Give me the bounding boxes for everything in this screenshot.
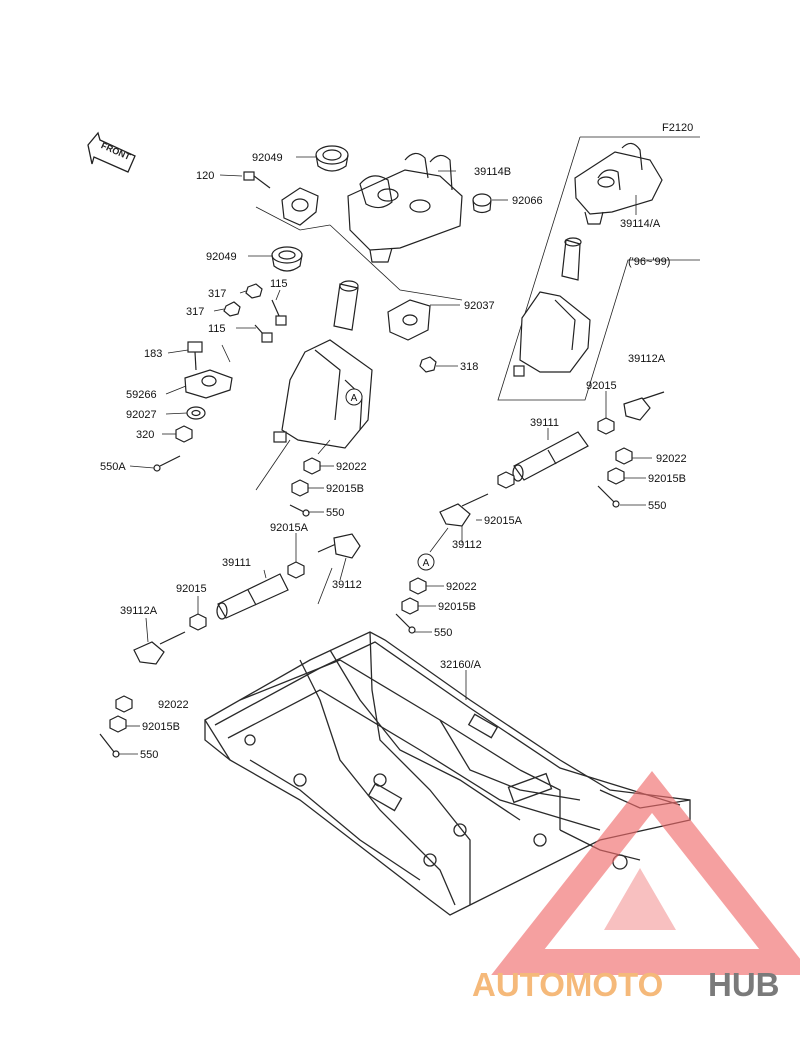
steering-shaft-right: [513, 237, 591, 377]
label-59266: 59266: [126, 389, 157, 401]
bushing-92049-low: [271, 246, 303, 272]
bushing-92049-top: [315, 145, 349, 172]
nut-92015a-r: [497, 471, 515, 489]
cap-92066: [472, 193, 492, 214]
label-317a: 317: [208, 288, 226, 300]
tube-39111-r: [512, 431, 589, 482]
label-183: 183: [144, 348, 162, 360]
label-92022-l: 92022: [158, 699, 189, 711]
bolt-183: [187, 341, 203, 371]
tie-rod-end-39112-r: [439, 493, 489, 527]
label-92049-low: 92049: [206, 251, 237, 263]
tie-rod-end-39112a-l: [133, 631, 186, 665]
svg-text:A: A: [351, 393, 358, 404]
watermark-automoto: AUTOMOTO: [472, 966, 663, 1003]
label-92022-r: 92022: [656, 453, 687, 465]
cotter-pin-550-l: [99, 733, 120, 758]
callout-a-mid: A: [417, 553, 435, 571]
cotter-pin-550-m: [395, 613, 416, 634]
label-92015b-r: 92015B: [648, 473, 686, 485]
label-39112a-l: 39112A: [120, 605, 158, 617]
nut-92015-r: [597, 417, 615, 435]
label-550-c: 550: [326, 507, 344, 519]
label-92027: 92027: [126, 409, 157, 421]
label-550-l: 550: [140, 749, 158, 761]
handlebar-holder-39114a: [574, 142, 663, 225]
figure-code: F2120: [662, 122, 693, 134]
label-39114a: 39114/A: [620, 218, 661, 230]
svg-text:A: A: [423, 558, 430, 569]
leader-lines: [118, 156, 652, 755]
bolt-115a: [271, 299, 287, 326]
label-550-r: 550: [648, 500, 666, 512]
nut-92015b-r: [607, 467, 625, 485]
nut-92022-c: [303, 457, 321, 475]
label-115b: 115: [208, 323, 226, 335]
bracket-92037: [387, 299, 431, 341]
cotter-pin-550-r: [597, 485, 620, 508]
handlebar-clamp-left: [281, 187, 319, 226]
part-labels: 92049 120 39114B 92066 39114/A 92049 317…: [100, 152, 687, 761]
label-39112-r: 39112: [452, 539, 482, 551]
nut-92015b-m: [401, 597, 419, 615]
nut-92015b-l: [109, 715, 127, 733]
washer-92027: [186, 406, 206, 420]
bearing-59266: [184, 369, 233, 399]
label-92037: 92037: [464, 300, 495, 312]
cotter-pin-550-c: [289, 504, 310, 517]
label-92049-top: 92049: [252, 152, 283, 164]
label-39111-r: 39111: [530, 417, 559, 429]
label-92015a-c: 92015A: [270, 522, 309, 534]
label-120: 120: [196, 170, 214, 182]
nut-317a: [245, 283, 263, 299]
frame-32160a: [204, 631, 691, 916]
nut-92015-l: [189, 613, 207, 631]
label-39112a-r: 39112A: [628, 353, 666, 365]
nut-318: [419, 356, 437, 373]
watermark-logo: [491, 770, 800, 975]
steering-shaft-left: [273, 280, 373, 449]
label-550a: 550A: [100, 461, 126, 473]
watermark-hub: HUB: [708, 966, 780, 1003]
tie-rod-end-39112a-r: [623, 391, 665, 421]
label-39111-l: 39111: [222, 557, 251, 569]
label-39114b: 39114B: [474, 166, 511, 178]
label-318: 318: [460, 361, 478, 373]
label-92015a-r: 92015A: [484, 515, 523, 527]
nut-92015a-c: [287, 561, 305, 579]
label-92022-c: 92022: [336, 461, 367, 473]
label-92015b-c: 92015B: [326, 483, 364, 495]
label-550-m: 550: [434, 627, 452, 639]
label-115a: 115: [270, 278, 288, 290]
label-92015b-l: 92015B: [142, 721, 180, 733]
bolt-115b: [254, 324, 273, 343]
nut-92022-r: [615, 447, 633, 465]
nut-320: [175, 425, 193, 443]
handlebar-holder-39114b: [347, 152, 463, 263]
callout-a-top: A: [345, 388, 363, 406]
front-arrow-icon: FRONT: [87, 131, 136, 173]
nut-92022-m: [409, 577, 427, 595]
bolt-120: [243, 171, 271, 189]
nut-317b: [223, 301, 241, 317]
label-92015b-m: 92015B: [438, 601, 476, 613]
cotter-pin-550a: [153, 455, 181, 472]
label-317b: 317: [186, 306, 204, 318]
label-92015-l: 92015: [176, 583, 207, 595]
nut-92015b-c: [291, 479, 309, 497]
label-32160a: 32160/A: [440, 659, 482, 671]
label-320: 320: [136, 429, 154, 441]
tube-39111-l: [216, 573, 289, 620]
label-92022-m: 92022: [446, 581, 477, 593]
label-92015-r: 92015: [586, 380, 617, 392]
watermark-text: AUTOMOTO HUB: [472, 966, 780, 1003]
label-92066: 92066: [512, 195, 543, 207]
label-39112-c: 39112: [332, 579, 362, 591]
tie-rod-end-39112-c: [317, 533, 361, 559]
year-note: ('96~'99): [628, 256, 670, 268]
nut-92022-l: [115, 695, 133, 713]
